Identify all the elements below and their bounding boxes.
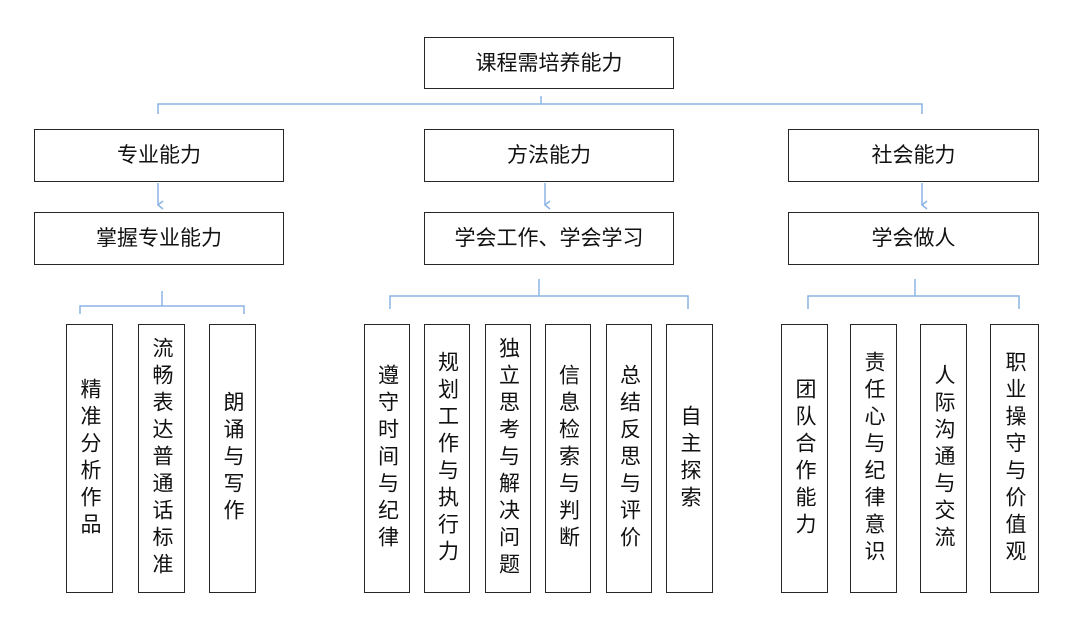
- leaf-social-2: 责任心与纪律意识: [850, 324, 897, 593]
- category-method-node: 方法能力: [424, 129, 674, 182]
- leaf-professional-2-label: 流畅表达普通话标准: [150, 337, 174, 580]
- leaf-method-6-label: 自主探索: [678, 404, 702, 513]
- leaf-method-2: 规划工作与执行力: [424, 324, 470, 593]
- root-node-label: 课程需培养能力: [475, 50, 623, 75]
- leaf-method-3: 独立思考与解决问题: [485, 324, 531, 593]
- goal-method-node: 学会工作、学会学习: [424, 212, 674, 265]
- leaf-social-3-label: 人际沟通与交流: [932, 364, 956, 553]
- leaf-method-1-label: 遵守时间与纪律: [375, 364, 400, 553]
- bracket-professional: [79, 305, 245, 314]
- leaf-method-6: 自主探索: [666, 324, 713, 593]
- leaf-method-5: 总结反思与评价: [606, 324, 652, 593]
- leaf-method-4: 信息检索与判断: [545, 324, 591, 593]
- leaf-method-1: 遵守时间与纪律: [364, 324, 410, 593]
- goal-professional-node: 掌握专业能力: [34, 212, 284, 265]
- root-bracket: [157, 103, 923, 114]
- leaf-professional-2: 流畅表达普通话标准: [138, 324, 185, 593]
- category-social-node: 社会能力: [788, 129, 1039, 182]
- leaf-method-2-label: 规划工作与执行力: [435, 350, 460, 567]
- leaf-social-4-label: 职业操守与价值观: [1003, 350, 1027, 567]
- leaf-method-3-label: 独立思考与解决问题: [496, 337, 521, 580]
- leaf-professional-1: 精准分析作品: [66, 324, 113, 593]
- bracket-method: [389, 295, 689, 309]
- category-method-label: 方法能力: [507, 143, 591, 167]
- goal-method-label: 学会工作、学会学习: [454, 226, 644, 250]
- leaf-method-4-label: 信息检索与判断: [556, 364, 581, 553]
- leaf-social-3: 人际沟通与交流: [920, 324, 967, 593]
- goal-social-node: 学会做人: [788, 212, 1039, 265]
- leaf-professional-3: 朗诵与写作: [209, 324, 256, 593]
- root-node: 课程需培养能力: [424, 37, 674, 89]
- leaf-method-5-label: 总结反思与评价: [617, 364, 642, 553]
- category-social-label: 社会能力: [871, 143, 956, 167]
- goal-social-label: 学会做人: [871, 226, 956, 250]
- goal-professional-label: 掌握专业能力: [96, 226, 222, 250]
- leaf-social-1-label: 团队合作能力: [793, 377, 817, 540]
- leaf-social-4: 职业操守与价值观: [990, 324, 1039, 593]
- bracket-social: [807, 295, 1020, 309]
- category-professional-label: 专业能力: [117, 143, 201, 167]
- category-professional-node: 专业能力: [34, 129, 284, 182]
- leaf-social-2-label: 责任心与纪律意识: [862, 350, 886, 567]
- leaf-professional-1-label: 精准分析作品: [78, 377, 102, 540]
- leaf-professional-3-label: 朗诵与写作: [221, 391, 245, 526]
- leaf-social-1: 团队合作能力: [781, 324, 828, 593]
